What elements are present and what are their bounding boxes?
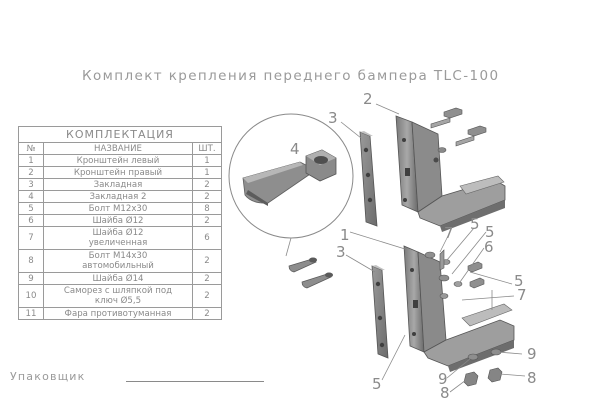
callout-4: 4 xyxy=(290,140,300,158)
cell-qty: 2 xyxy=(192,284,222,308)
cell-no: 8 xyxy=(18,249,44,273)
cell-name: Шайба Ø12 увеличенная xyxy=(43,226,193,250)
top-bracket xyxy=(395,115,506,232)
callout-7-a: 7 xyxy=(444,224,454,242)
cell-name: Фара противотуманная xyxy=(43,307,193,320)
leader-lines xyxy=(340,103,526,393)
callout-1: 1 xyxy=(340,226,350,244)
top-bolts xyxy=(430,107,487,153)
callout-5-b: 5 xyxy=(485,223,495,241)
callout-9-bottom: 9 xyxy=(438,370,448,388)
bottom-plate xyxy=(371,265,389,359)
detail-magnifier xyxy=(228,113,354,257)
callout-2-top: 2 xyxy=(363,90,373,108)
callout-5-bottom: 5 xyxy=(372,375,382,393)
callout-6: 6 xyxy=(484,238,494,256)
callout-8-b: 8 xyxy=(440,384,450,402)
top-plate xyxy=(359,131,378,227)
callout-9: 9 xyxy=(527,345,537,363)
callout-3-bottom: 3 xyxy=(336,243,346,261)
callout-7-b: 7 xyxy=(517,286,527,304)
small-plates xyxy=(288,257,333,289)
cell-no: 10 xyxy=(18,284,44,308)
document-title: Комплект крепления переднего бампера TLC… xyxy=(82,68,500,84)
callout-5-a: 5 xyxy=(470,215,480,233)
cell-qty: 2 xyxy=(192,307,222,320)
cell-qty: 2 xyxy=(192,178,222,191)
packer-signature-line xyxy=(126,381,264,382)
callout-5-c: 5 xyxy=(514,272,524,290)
callout-8-a: 8 xyxy=(527,369,537,387)
cell-qty: 2 xyxy=(192,214,222,227)
callout-3-top: 3 xyxy=(328,109,338,127)
packer-label: Упаковщик xyxy=(10,370,86,383)
spec-table-caption: КОМПЛЕКТАЦИЯ xyxy=(18,126,222,142)
